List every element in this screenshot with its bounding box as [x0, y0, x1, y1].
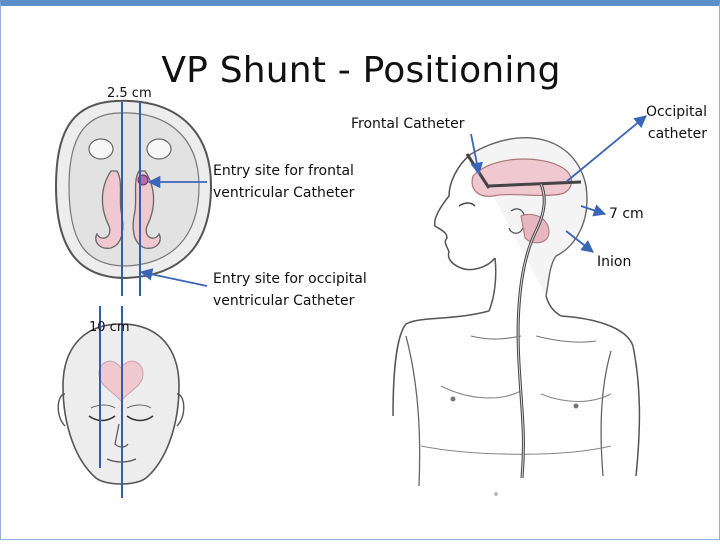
occipital-catheter-tube — [488, 180, 582, 188]
label-frontal-catheter: Frontal Catheter — [351, 116, 465, 132]
label-frontal-entry: Entry site for frontal ventricular Cathe… — [213, 161, 354, 204]
inion-arrow — [565, 230, 594, 253]
label-occipital-entry-line2: ventricular Catheter — [213, 292, 355, 309]
label-occipital-entry-line1: Entry site for occipital — [213, 271, 367, 287]
frontal-catheter-arrow — [470, 133, 483, 176]
occipital-entry-arrow — [139, 268, 208, 287]
label-7cm: 7 cm — [609, 206, 644, 222]
occipital-catheter-arrow — [565, 115, 647, 183]
label-occipital-catheter-line2: catheter — [647, 125, 707, 142]
orbit-right — [146, 138, 172, 160]
seven-cm-arrow — [580, 204, 607, 217]
label-10cm: 10 cm — [89, 320, 130, 335]
label-2-5cm: 2.5 cm — [107, 86, 152, 101]
orbit-left — [88, 138, 114, 160]
slide-title: VP Shunt - Positioning — [161, 50, 561, 91]
skull-top-view — [54, 99, 213, 280]
eye-right-closed — [126, 415, 154, 422]
eye-left-closed — [88, 415, 116, 422]
side-profile-figure — [392, 137, 641, 496]
measurement-guide-lines — [99, 102, 141, 498]
label-frontal-entry-line2: ventricular Catheter — [213, 184, 355, 201]
label-occipital-entry: Entry site for occipital ventricular Cat… — [213, 269, 367, 312]
vp-shunt-illustration — [54, 99, 647, 498]
label-occipital-catheter-line1: Occipital — [645, 104, 707, 120]
label-inion: Inion — [597, 254, 632, 270]
label-occipital-catheter: Occipital catheter — [643, 102, 707, 145]
label-frontal-entry-line1: Entry site for frontal — [213, 163, 354, 179]
ventricle-left-top — [95, 170, 124, 249]
